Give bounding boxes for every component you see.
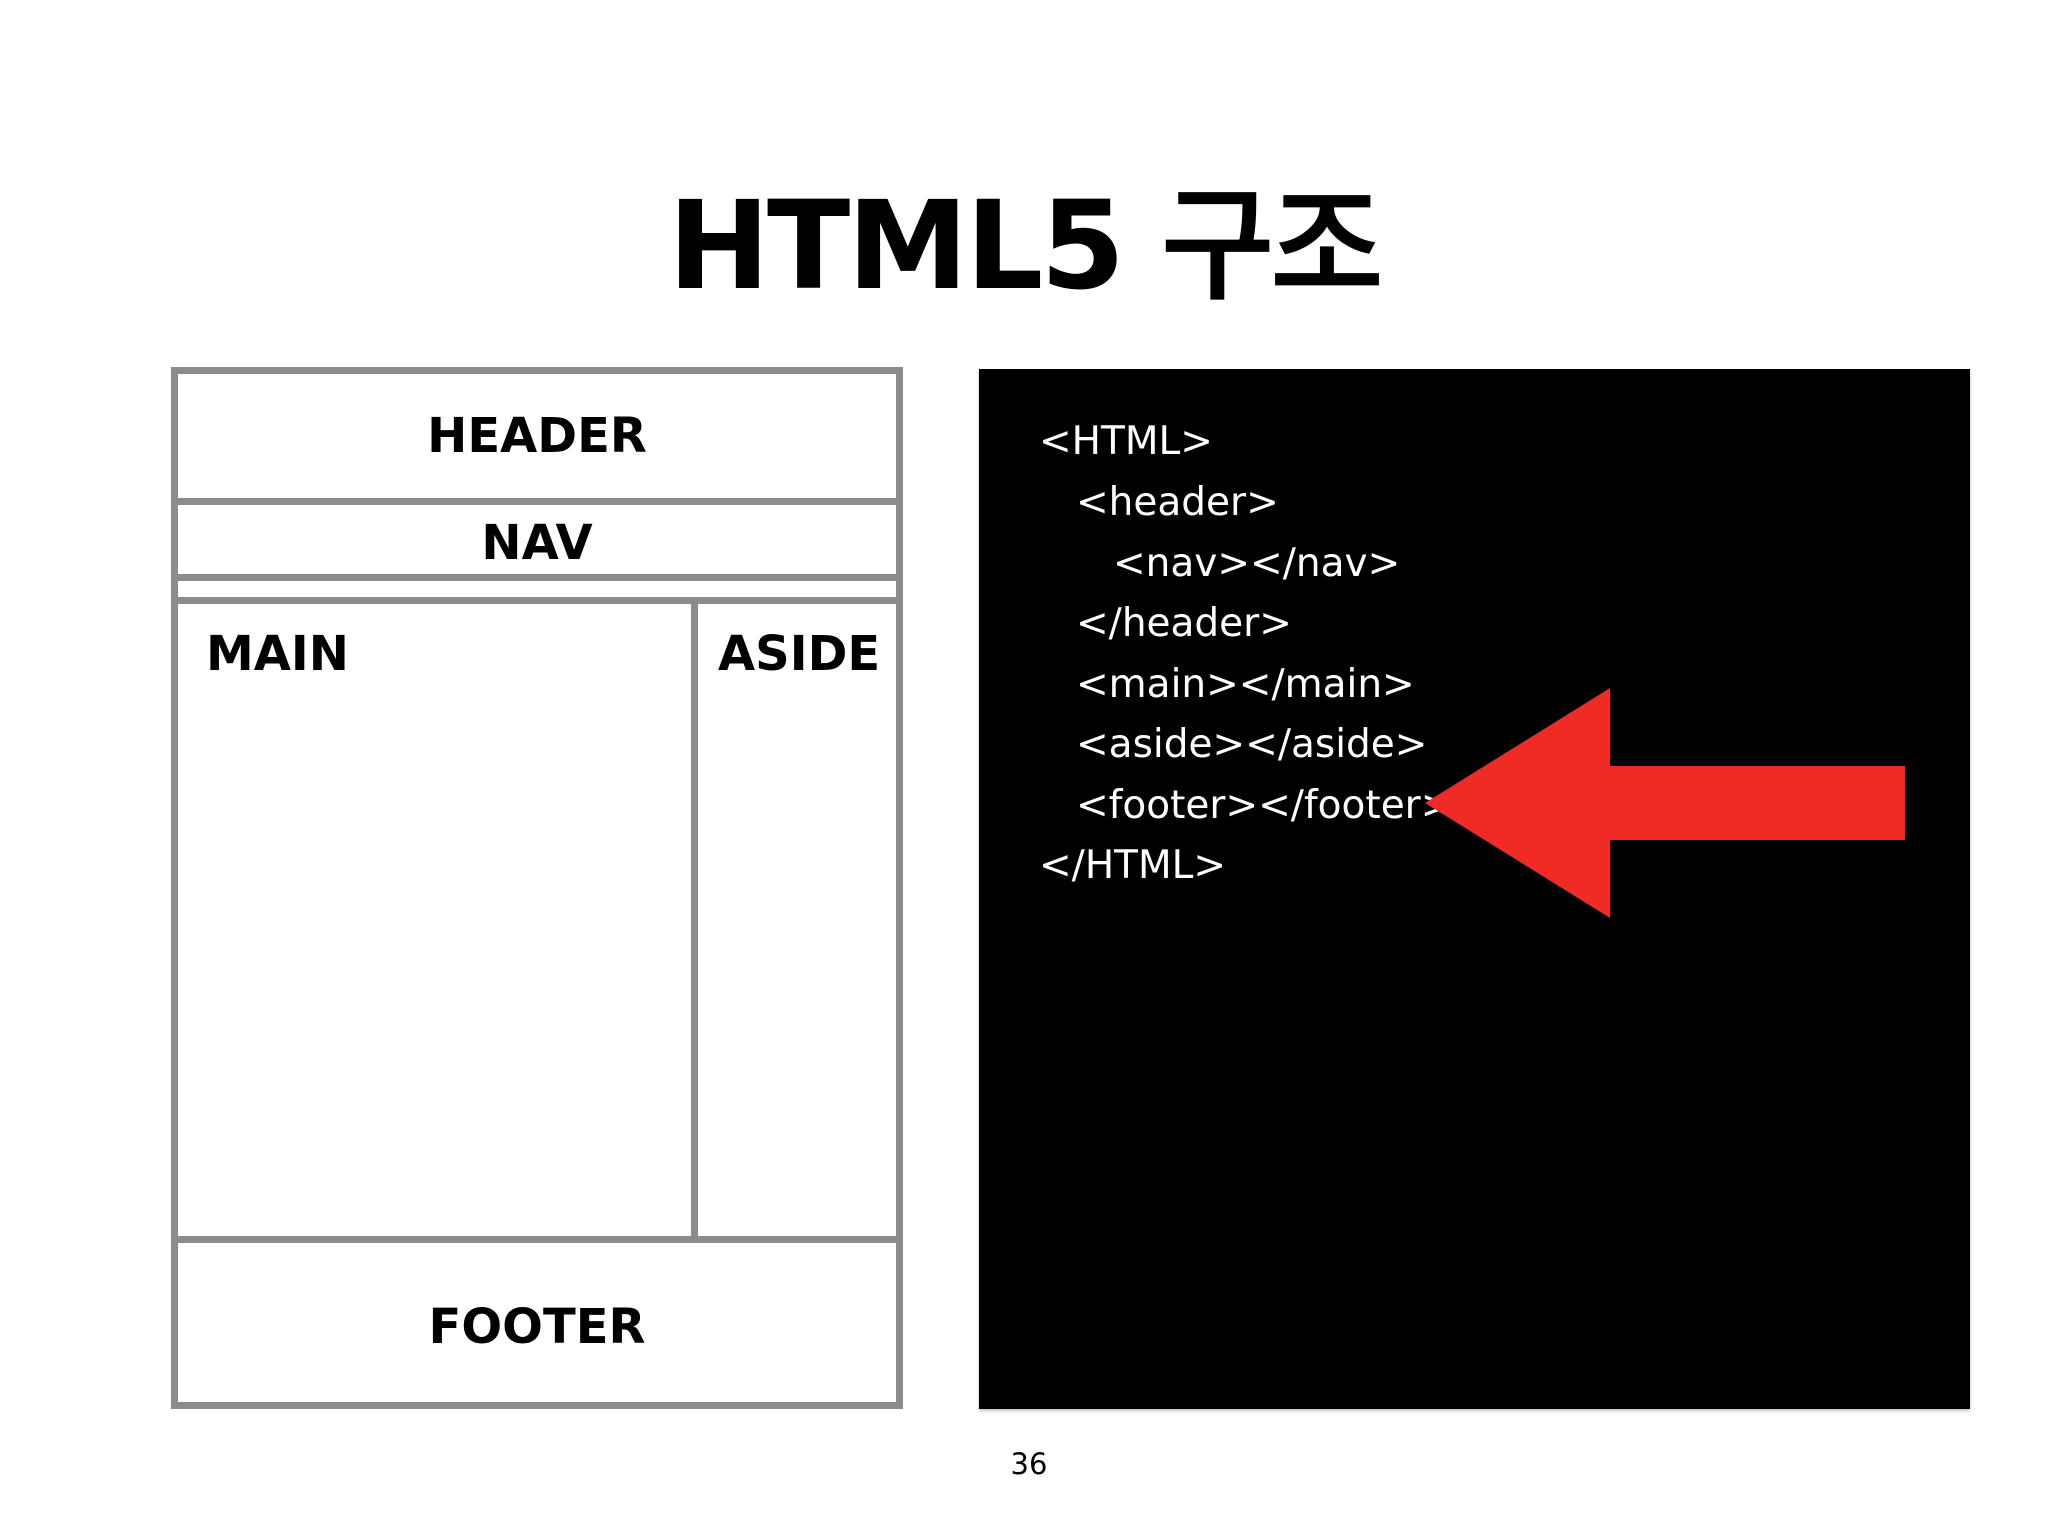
- wireframe-aside-label: ASIDE: [718, 626, 881, 682]
- wireframe-footer-label: FOOTER: [428, 1299, 646, 1355]
- code-line-header-close: </header>: [1076, 601, 1292, 646]
- code-line-html-open: <HTML>: [1039, 419, 1213, 464]
- wireframe-footer-box: FOOTER: [171, 1236, 903, 1409]
- code-line-html-close: </HTML>: [1039, 843, 1227, 888]
- wireframe-nav-label: NAV: [481, 515, 593, 571]
- page-number: 36: [1010, 1447, 1048, 1481]
- wireframe-main-box: MAIN: [171, 597, 698, 1243]
- arrow-shape: [1425, 688, 1905, 918]
- left-arrow-icon: [1425, 688, 1905, 918]
- code-line-footer: <footer></footer>: [1076, 783, 1454, 828]
- slide-title: HTML5 구조: [667, 175, 1383, 317]
- code-line-aside: <aside></aside>: [1076, 722, 1428, 767]
- layout-wireframe: HEADER NAV MAIN ASIDE FOOTER: [171, 367, 903, 1409]
- wireframe-header-label: HEADER: [427, 408, 647, 464]
- code-line-header-open: <header>: [1076, 480, 1279, 525]
- wireframe-header-box: HEADER: [171, 367, 903, 505]
- wireframe-main-label: MAIN: [206, 626, 349, 682]
- code-panel: <HTML> <header> <nav></nav> </header> <m…: [979, 369, 1970, 1409]
- wireframe-aside-box: ASIDE: [691, 597, 903, 1243]
- code-line-main: <main></main>: [1076, 662, 1415, 707]
- code-line-nav: <nav></nav>: [1113, 541, 1401, 586]
- wireframe-nav-box: NAV: [171, 498, 903, 581]
